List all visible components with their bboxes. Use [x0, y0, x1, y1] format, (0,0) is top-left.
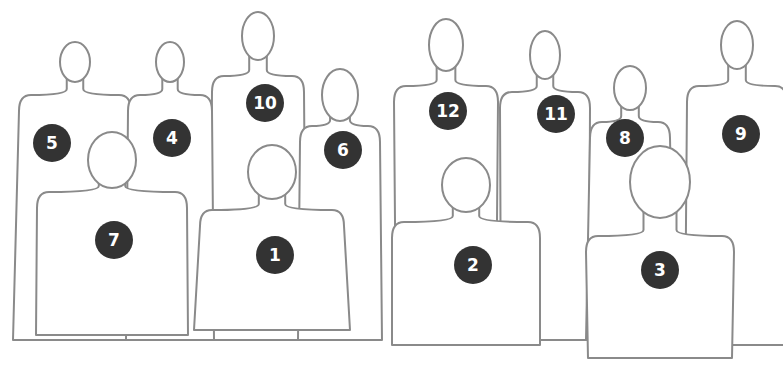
silhouette-head — [248, 145, 296, 199]
callout-circle — [606, 119, 644, 157]
silhouette-body — [36, 177, 188, 335]
silhouette-head — [156, 42, 184, 82]
silhouette-head — [88, 132, 136, 188]
silhouette-body — [586, 204, 734, 358]
callout-number: 8 — [606, 119, 644, 157]
silhouette-head — [242, 12, 274, 60]
silhouette-head — [60, 42, 90, 82]
silhouette-head — [530, 31, 560, 79]
person-silhouette — [392, 158, 540, 345]
callout-circle — [246, 84, 284, 122]
callout-circle — [153, 119, 191, 157]
callout-circle — [722, 115, 760, 153]
callout-number: 6 — [324, 131, 362, 169]
callout-circle — [537, 95, 575, 133]
person-silhouette — [586, 146, 734, 358]
callout-number: 5 — [33, 124, 71, 162]
callout-circle — [454, 246, 492, 284]
person-silhouette — [36, 132, 188, 335]
callout-number: 7 — [95, 221, 133, 259]
callout-number: 11 — [537, 95, 575, 133]
callout-number: 3 — [641, 251, 679, 289]
silhouette-head — [442, 158, 490, 212]
silhouette-head — [630, 146, 690, 218]
person-silhouette — [194, 145, 350, 330]
callout-circle — [429, 92, 467, 130]
callout-circle — [324, 131, 362, 169]
callout-number: 1 — [256, 236, 294, 274]
callout-number: 12 — [429, 92, 467, 130]
callout-circle — [33, 124, 71, 162]
silhouette-head — [721, 21, 753, 69]
silhouette-body — [392, 201, 540, 345]
silhouette-body — [194, 188, 350, 330]
callout-number: 2 — [454, 246, 492, 284]
callout-number: 4 — [153, 119, 191, 157]
silhouette-head — [322, 69, 358, 121]
callout-circle — [641, 251, 679, 289]
silhouette-head — [429, 19, 463, 71]
callout-number: 10 — [246, 84, 284, 122]
callout-number: 9 — [722, 115, 760, 153]
callout-circle — [95, 221, 133, 259]
callout-circle — [256, 236, 294, 274]
silhouette-head — [614, 66, 646, 110]
